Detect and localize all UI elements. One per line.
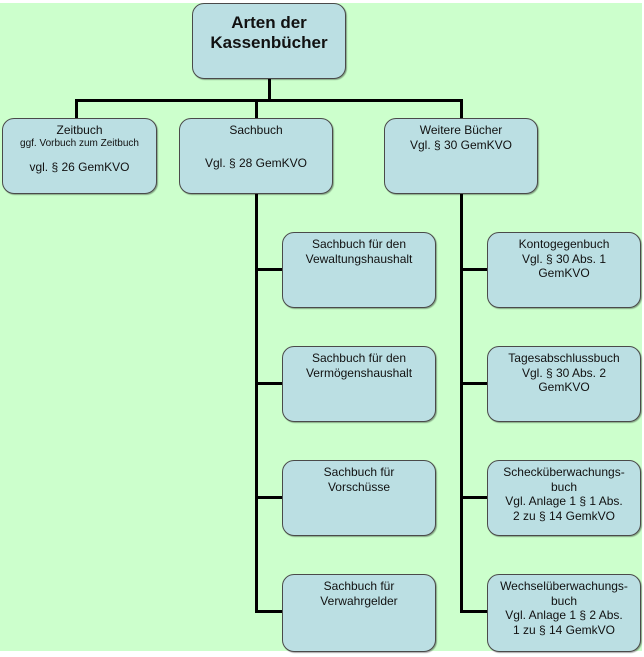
node-title: Zeitbuch (56, 123, 103, 137)
root-title-line-1: Arten der (231, 13, 307, 32)
node-zeitbuch: Zeitbuch ggf. Vorbuch zum Zeitbuch vgl. … (2, 118, 157, 194)
node-reference: vgl. § 26 GemKVO (29, 159, 130, 174)
node-line-3: GemKVO (538, 380, 590, 394)
node-line-2: Vgl. § 30 Abs. 2 (521, 365, 607, 380)
node-line-2: Vgl. § 30 Abs. 1 (521, 251, 607, 266)
connector-sachbuch-branch-3 (255, 496, 283, 499)
node-line-1: Schecküberwachungs- (503, 465, 625, 479)
node-wechselueberwachungsbuch: Wechselüberwachungs- buch Vgl. Anlage 1 … (487, 574, 641, 652)
node-line-1: Sachbuch für den (311, 237, 407, 251)
node-sachbuch-vorschuesse: Sachbuch für Vorschüsse (282, 460, 436, 536)
node-scheckueberwachungsbuch: Schecküberwachungs- buch Vgl. Anlage 1 §… (487, 460, 641, 536)
node-tagesabschlussbuch: Tagesabschlussbuch Vgl. § 30 Abs. 2 GemK… (487, 346, 641, 422)
node-reference: Vgl. § 30 GemKVO (409, 137, 513, 152)
connector-sachbuch-branch-1 (255, 268, 283, 271)
node-sachbuch-verwahrgelder: Sachbuch für Verwahrgelder (282, 574, 436, 652)
node-line-1: Wechselüberwachungs- (500, 579, 628, 593)
node-weitere-buecher: Weitere Bücher Vgl. § 30 GemKVO (384, 118, 538, 194)
connector-weitere-branch-1 (460, 268, 488, 271)
connector-zeitbuch-stem (75, 99, 78, 119)
node-line-2: Vermögenshaushalt (305, 365, 413, 380)
diagram-background (0, 3, 642, 651)
node-line-2: Vorschüsse (327, 479, 391, 494)
node-line-1: Sachbuch für (323, 465, 395, 479)
node-line-2: buch (550, 479, 578, 494)
node-subtitle: ggf. Vorbuch zum Zeitbuch (20, 137, 139, 149)
connector-root-stem (268, 78, 271, 101)
connector-weitere-branch-3 (460, 496, 488, 499)
node-line-2: buch (550, 593, 578, 608)
node-root: Arten der Kassenbücher (192, 3, 346, 79)
node-line-1: Sachbuch für den (311, 351, 407, 365)
node-line-2: Vewaltungshaushalt (305, 251, 413, 266)
node-line-4: 1 zu § 14 GemkVO (512, 622, 616, 637)
node-line-3: GemKVO (538, 266, 590, 280)
node-line-3: Vgl. Anlage 1 § 2 Abs. (505, 608, 623, 622)
connector-weitere-branch-2 (460, 382, 488, 385)
connector-weitere-stem (460, 99, 463, 119)
node-reference: Vgl. § 28 GemKVO (204, 155, 308, 170)
node-title: Weitere Bücher (419, 123, 503, 137)
connector-sachbuch-branch-4 (255, 610, 283, 613)
node-line-4: 2 zu § 14 GemkVO (512, 508, 616, 523)
connector-sachbuch-stem (255, 99, 258, 119)
connector-weitere-branch-4 (460, 610, 488, 613)
node-sachbuch-vermoegenshaushalt: Sachbuch für den Vermögenshaushalt (282, 346, 436, 422)
connector-weitere-trunk (460, 193, 463, 613)
node-sachbuch: Sachbuch Vgl. § 28 GemKVO (179, 118, 333, 194)
node-sachbuch-verwaltungshaushalt: Sachbuch für den Vewaltungshaushalt (282, 232, 436, 308)
node-line-1: Kontogegenbuch (518, 237, 610, 251)
connector-sachbuch-branch-2 (255, 382, 283, 385)
node-line-1: Sachbuch für (323, 579, 395, 593)
root-title-line-2: Kassenbücher (210, 33, 328, 52)
node-kontogegenbuch: Kontogegenbuch Vgl. § 30 Abs. 1 GemKVO (487, 232, 641, 308)
connector-sachbuch-trunk (255, 193, 258, 613)
node-line-2: Verwahrgelder (320, 593, 398, 608)
node-line-3: Vgl. Anlage 1 § 1 Abs. (505, 494, 623, 508)
node-line-1: Tagesabschlussbuch (508, 351, 620, 365)
connector-level1-horizontal (75, 99, 463, 102)
node-title: Sachbuch (229, 123, 283, 137)
